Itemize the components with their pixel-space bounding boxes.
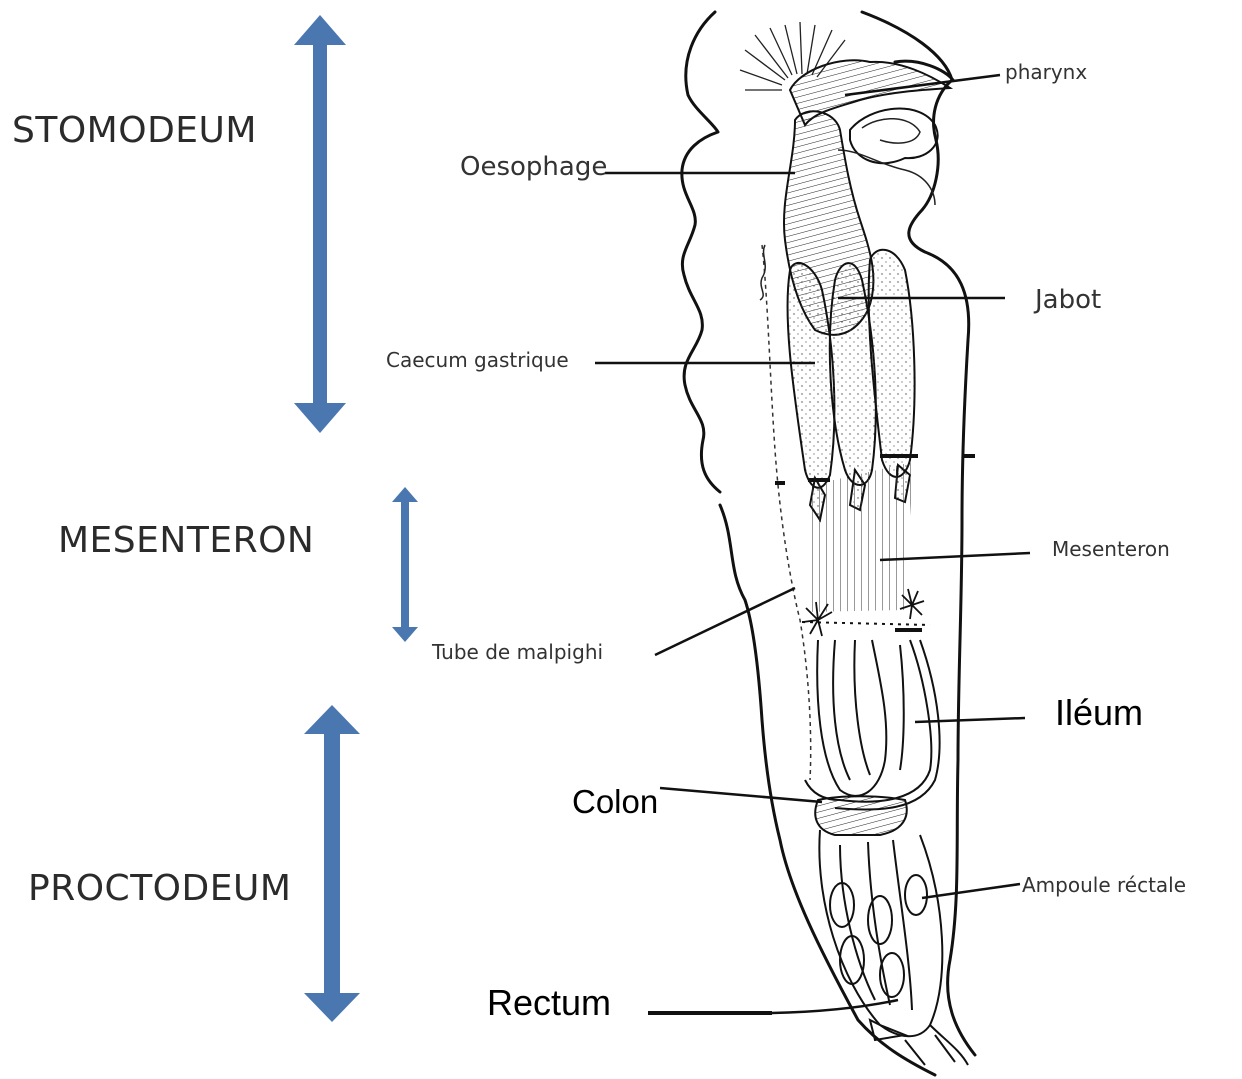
proctodeum-arrow [304,705,360,1022]
midgut [808,462,912,612]
stomodeum-label: STOMODEUM [12,110,257,151]
colon-shape [815,796,906,835]
proctodeum-label: PROCTODEUM [28,868,291,909]
rectum-label: Rectum [487,982,611,1024]
rectal-ampulla [819,830,942,1036]
oesophage-label: Oesophage [460,152,607,182]
tube-de-malpighi-label: Tube de malpighi [432,640,603,664]
mesenteron-label: Mesenteron [1052,537,1170,561]
mesenteron-arrow [392,487,418,642]
ileum-label: Iléum [1055,692,1143,734]
colon-label: Colon [572,783,658,821]
mesenteron-region-label: MESENTERON [58,520,314,561]
pharynx-label: pharynx [1005,60,1087,84]
caecum-gastrique-label: Caecum gastrique [386,348,569,372]
ampoule-rectale-label: Ampoule réctale [1022,873,1186,897]
jabot-label: Jabot [1035,285,1101,315]
stomodeum-arrow [294,15,346,433]
ileum [805,640,940,810]
